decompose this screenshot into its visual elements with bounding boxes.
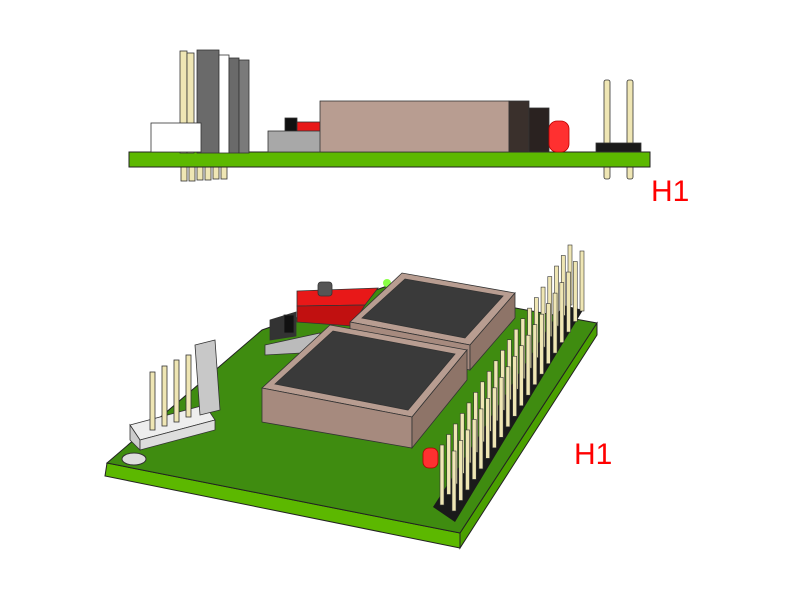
header-pin	[512, 355, 517, 417]
connector-iso	[129, 339, 221, 451]
component-label-iso: H1	[574, 438, 613, 471]
mounting-hole	[121, 452, 147, 466]
header-pin	[471, 419, 477, 480]
header-pin	[579, 250, 585, 312]
header-pin	[492, 387, 497, 449]
header-pin	[532, 324, 538, 385]
pin-header-iso	[433, 244, 585, 522]
header-pin	[451, 450, 457, 512]
pcb-board-side	[128, 151, 651, 168]
pin-header-side	[595, 79, 642, 153]
header-pin	[539, 313, 544, 375]
component-label-side: H1	[651, 175, 690, 208]
header-pin	[519, 345, 524, 407]
led-red-iso	[422, 447, 439, 469]
chip-front	[261, 324, 468, 450]
switch-side	[267, 117, 322, 153]
header-pin	[572, 261, 578, 322]
chip-side	[319, 100, 550, 153]
header-pin	[546, 303, 551, 364]
header-pin	[498, 377, 504, 438]
pcb-iso-view	[104, 244, 598, 550]
header-pin	[485, 398, 490, 459]
header-pin	[566, 271, 571, 333]
header-pin	[552, 292, 558, 354]
header-pin	[478, 408, 484, 470]
led-side	[548, 120, 570, 153]
header-pin	[559, 282, 565, 343]
header-pin	[465, 429, 470, 491]
header-pin	[458, 440, 464, 501]
connector-side	[150, 49, 250, 154]
header-pin	[525, 334, 531, 396]
header-pin	[439, 444, 445, 506]
header-pin	[446, 434, 452, 495]
header-pin	[505, 366, 511, 428]
